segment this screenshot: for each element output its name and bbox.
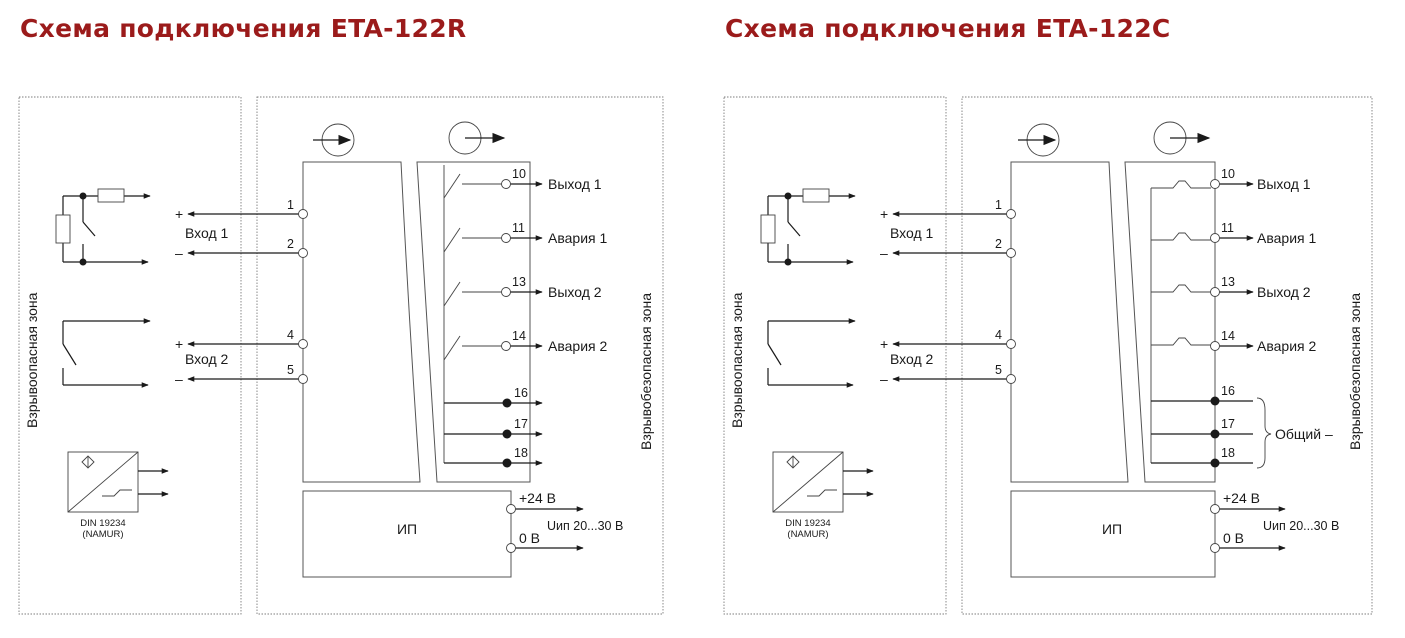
terminal-11: 11 [512,221,525,235]
relay-contacts [443,165,506,463]
diagram-title-eta-122c: Схема подключения ETA-122C [725,14,1171,43]
safe-zone-label: Взрывобезопасная зона [1347,293,1363,450]
hazard-zone-frame [18,96,242,615]
switch-icon [787,221,801,237]
terminal-10: 10 [1221,167,1235,181]
input2-plus: + [880,336,888,352]
input2-sensor [767,318,856,388]
terminal-10: 10 [512,167,526,181]
resistor-icon [55,214,71,244]
terminal-1: 1 [995,198,1002,212]
alarm2-label: Авария 2 [548,338,607,354]
supply-voltage-label: Uип 20...30 В [547,519,623,533]
alarm1-label: Авария 1 [1257,230,1316,246]
terminal-17: 17 [514,417,528,431]
input1-label: Вход 1 [185,225,229,241]
namur-sensor-icon: DIN 19234 (NAMUR) [67,451,169,540]
zero-v-label: 0 В [1223,530,1244,546]
circle-arrow-in-icon [1018,123,1060,157]
transistor-module-box [1124,161,1216,483]
common-label: Общий – [1275,426,1333,442]
terminal-16: 16 [514,386,528,400]
terminal-5: 5 [995,363,1002,377]
namur-standard-label: DIN 19234 [785,518,830,529]
namur-name-label: (NAMUR) [82,529,123,540]
input1-sensor [760,188,856,266]
supply-voltage-label: Uип 20...30 В [1263,519,1339,533]
switch-icon [82,221,96,237]
resistor-icon [760,214,776,244]
alarm1-label: Авария 1 [548,230,607,246]
relay-module-box [416,161,531,483]
input1-plus: + [175,206,183,222]
input2-plus: + [175,336,183,352]
circle-arrow-out-icon [1153,121,1211,155]
plus24-label: +24 В [519,490,556,506]
terminal-17: 17 [1221,417,1235,431]
plus24-label: +24 В [1223,490,1260,506]
terminal-2: 2 [995,237,1002,251]
terminal-5: 5 [287,363,294,377]
switch-icon [62,343,77,366]
input1-sensor [55,188,151,266]
input2-minus: – [880,371,888,387]
diagram-title-eta-122r: Схема подключения ETA-122R [20,14,467,43]
common-brace [1256,397,1272,469]
namur-standard-label: DIN 19234 [80,518,125,529]
terminal-1: 1 [287,198,294,212]
power-supply-box [1010,490,1216,578]
terminal-11: 11 [1221,221,1234,235]
output1-label: Выход 1 [1257,176,1311,192]
input1-minus: – [880,245,888,261]
safe-zone-frame [256,96,664,615]
terminal-4: 4 [995,328,1002,342]
hazard-zone-frame [723,96,947,615]
terminal-14: 14 [512,329,526,343]
terminal-18: 18 [1221,446,1235,460]
terminal-16: 16 [1221,384,1235,398]
psu-label: ИП [397,521,417,537]
terminal-14: 14 [1221,329,1235,343]
input1-plus: + [880,206,888,222]
psu-label: ИП [1102,521,1122,537]
resistor-icon [802,188,830,203]
alarm2-label: Авария 2 [1257,338,1316,354]
circle-arrow-in-icon [313,123,355,157]
terminal-13: 13 [1221,275,1235,289]
output2-label: Выход 2 [1257,284,1311,300]
terminal-2: 2 [287,237,294,251]
input2-sensor [62,318,151,388]
switch-icon [767,343,782,366]
namur-sensor-icon: DIN 19234 (NAMUR) [772,451,874,540]
input2-label: Вход 2 [185,351,229,367]
input2-minus: – [175,371,183,387]
transistor-switches [1150,180,1211,463]
safe-zone-frame [961,96,1373,615]
hazard-zone-label: Взрывоопасная зона [729,292,745,428]
output2-label: Выход 2 [548,284,602,300]
hazard-zone-label: Взрывоопасная зона [24,292,40,428]
resistor-icon [97,188,125,203]
zero-v-label: 0 В [519,530,540,546]
input-module-box [1010,161,1129,483]
power-supply-box [302,490,512,578]
diagram-eta-122r: Взрывоопасная зона Взрывобезопасная зона [18,96,664,615]
input1-minus: – [175,245,183,261]
safe-zone-label: Взрывобезопасная зона [638,293,654,450]
terminal-13: 13 [512,275,526,289]
output1-label: Выход 1 [548,176,602,192]
namur-name-label: (NAMUR) [787,529,828,540]
input1-label: Вход 1 [890,225,934,241]
circle-arrow-out-icon [448,121,506,155]
terminal-4: 4 [287,328,294,342]
diagram-eta-122c: Взрывоопасная зона Взрывобезопасная зона [723,96,1373,615]
input-module-box [302,161,421,483]
input2-label: Вход 2 [890,351,934,367]
terminal-18: 18 [514,446,528,460]
